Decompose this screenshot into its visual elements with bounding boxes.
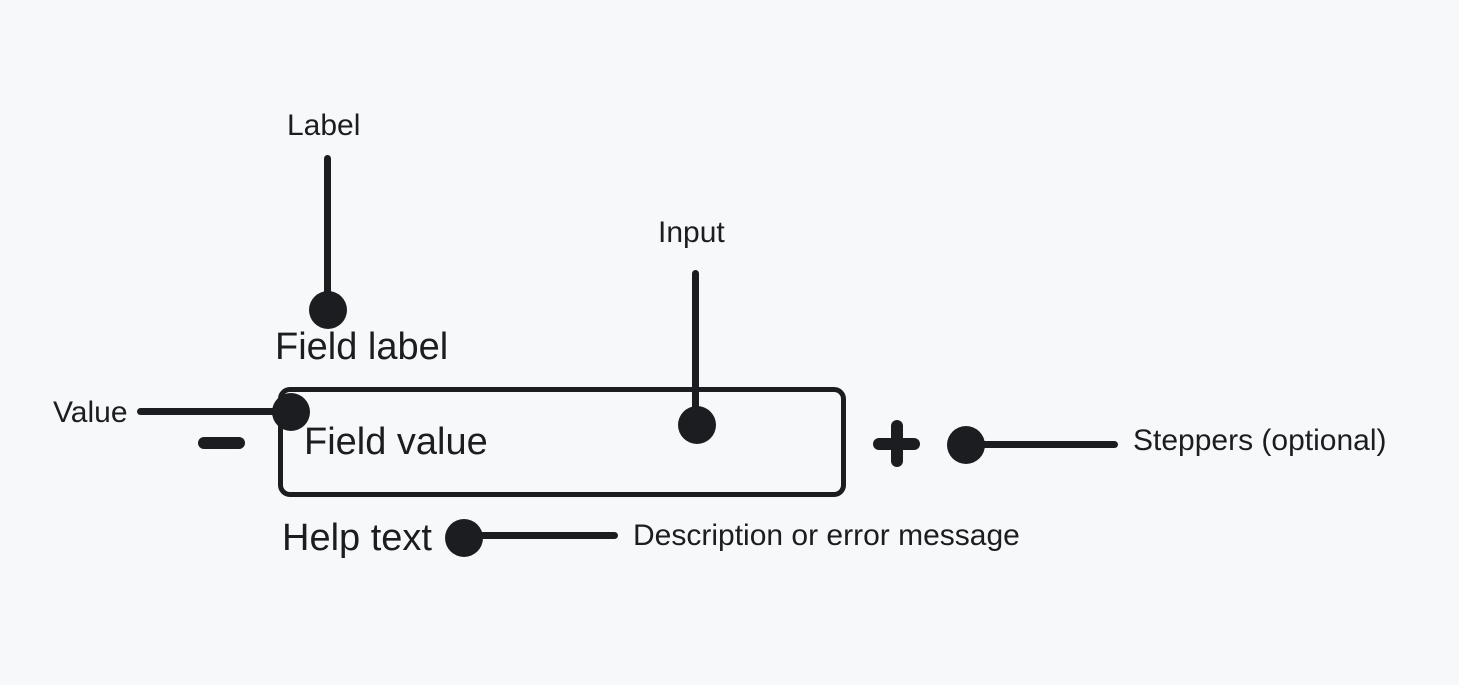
annotation-label-dot <box>309 291 347 329</box>
annotation-input-text: Input <box>658 216 725 249</box>
help-text: Help text <box>282 517 432 559</box>
minus-icon[interactable] <box>198 437 245 449</box>
annotation-steppers-leader-line <box>966 441 1118 448</box>
annotation-label-text: Label <box>287 109 361 142</box>
annotation-label-leader-line <box>324 155 331 310</box>
number-input-field[interactable] <box>278 387 846 497</box>
annotation-input-leader-line <box>692 270 699 425</box>
annotation-input-dot <box>678 406 716 444</box>
annotation-steppers-text: Steppers (optional) <box>1133 424 1387 457</box>
annotation-value-dot <box>272 393 310 431</box>
annotation-help-leader-line <box>464 532 618 539</box>
annotation-value-text: Value <box>53 396 128 429</box>
field-label: Field label <box>275 326 449 368</box>
annotation-help-text: Description or error message <box>633 519 1020 552</box>
field-value[interactable]: Field value <box>304 421 488 463</box>
annotation-value-leader-line <box>137 408 291 415</box>
